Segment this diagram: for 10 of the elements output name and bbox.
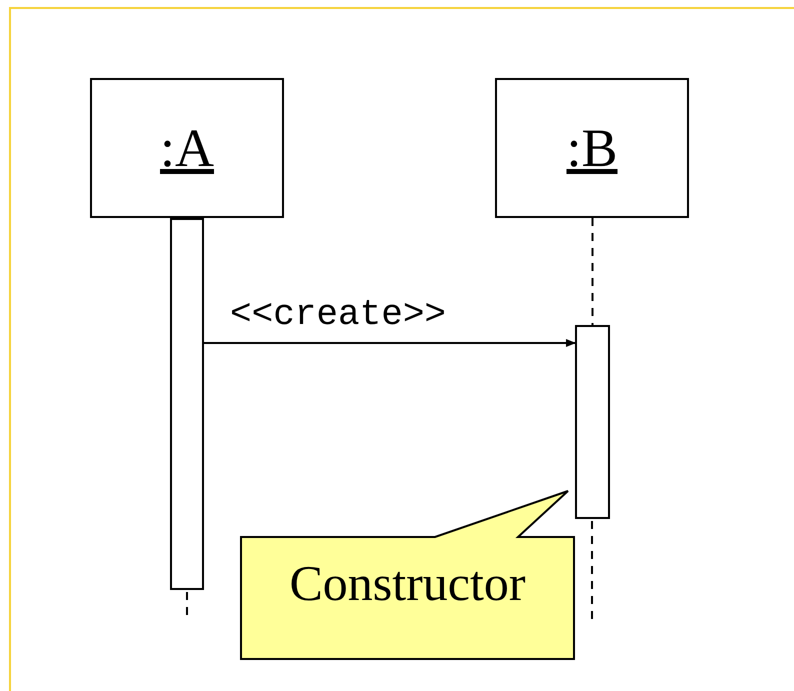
note-callout — [240, 490, 575, 660]
object-box — [495, 78, 689, 218]
object-name: :B — [566, 117, 618, 179]
activation-bar — [575, 325, 610, 519]
activation-bar — [170, 218, 204, 590]
object-box — [90, 78, 284, 218]
message-arrow — [204, 339, 576, 347]
note-text: Constructor — [288, 558, 527, 608]
lifeline — [592, 218, 594, 325]
object-name: :A — [160, 117, 214, 179]
